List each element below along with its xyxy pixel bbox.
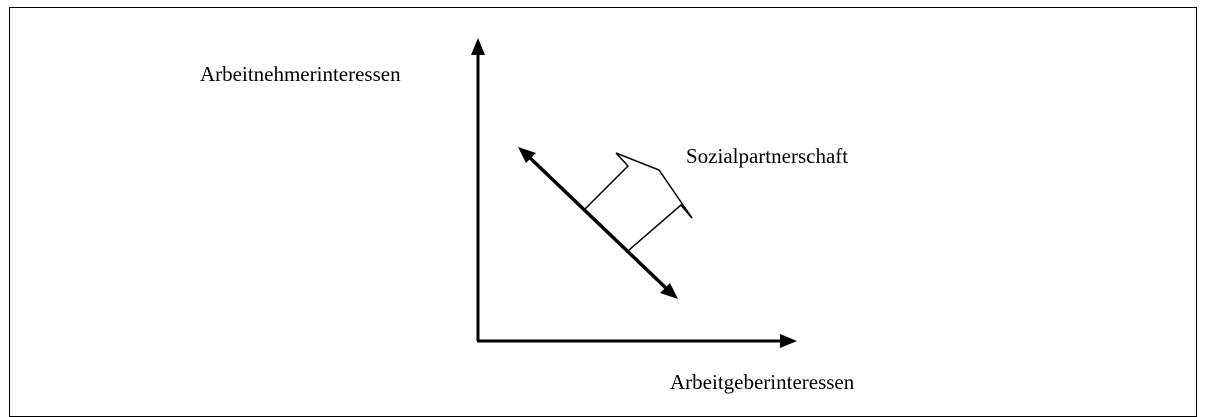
x-axis-label: Arbeitgeberinteressen [670,370,855,394]
diagram-frame [9,7,1197,417]
y-axis [471,38,485,341]
tradeoff-arrowhead-lower [660,283,678,299]
tradeoff-double-arrow [518,147,678,299]
arrow-tip-tick [680,204,693,219]
sozialpartnerschaft-label: Sozialpartnerschaft [686,144,849,168]
tradeoff-arrowhead-upper [518,147,536,163]
sozialpartnerschaft-arrow [582,152,693,251]
diagram-canvas [471,38,797,348]
x-axis-arrowhead [780,334,797,348]
x-axis [477,334,797,348]
y-axis-arrowhead [471,38,485,55]
y-axis-label: Arbeitnehmerinteressen [200,62,401,86]
